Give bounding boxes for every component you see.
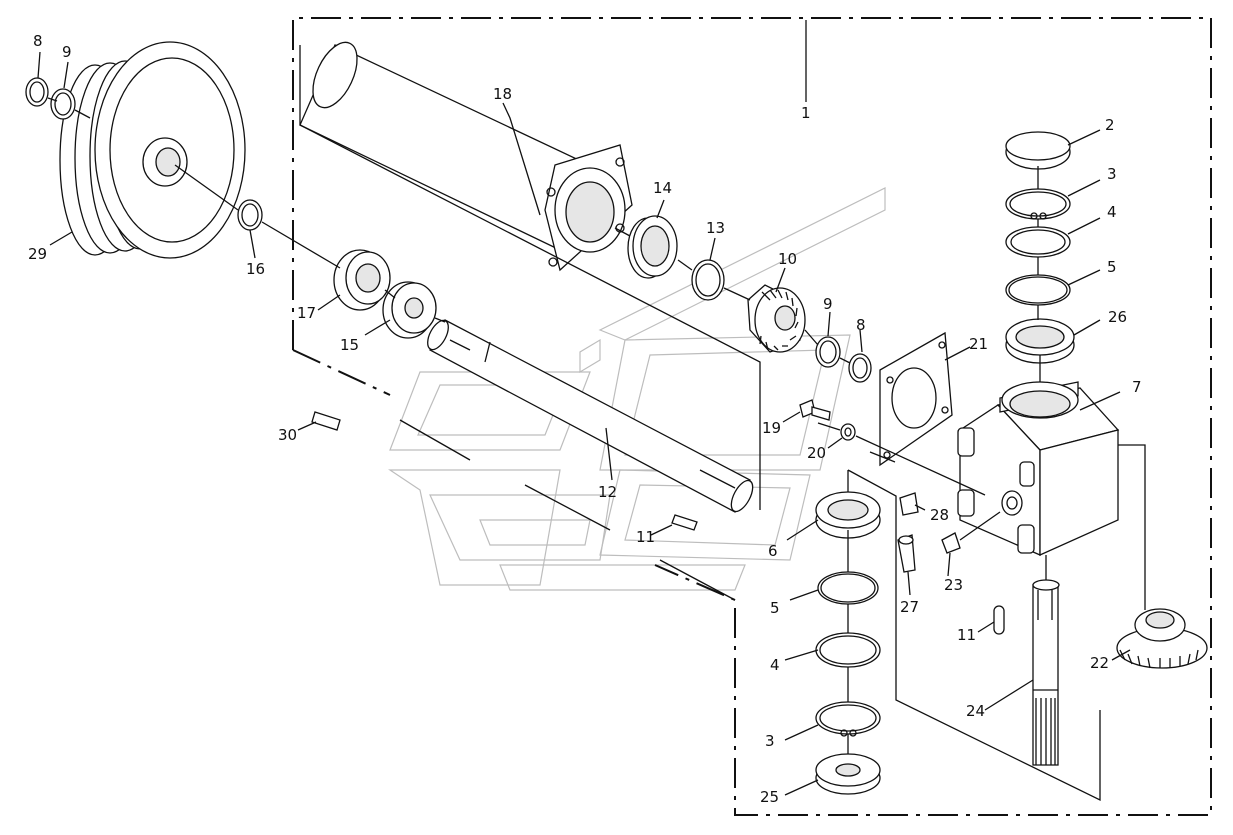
ring-16 [237,199,263,231]
callout-9-right: 9 [823,295,833,313]
circlip-right [848,353,872,383]
ring-5-upper [1005,274,1071,306]
callout-21: 21 [969,335,988,353]
ring-4-lower [815,632,881,668]
callout-20: 20 [807,444,826,462]
callout-26: 26 [1108,308,1127,326]
breather-28 [899,492,919,516]
callout-15: 15 [340,336,359,354]
callout-17: 17 [297,304,316,322]
washer-20 [840,423,856,441]
callout-30: 30 [278,426,297,444]
callout-19: 19 [762,419,781,437]
callout-29: 29 [28,245,47,263]
callout-22: 22 [1090,654,1109,672]
key-30 [311,411,341,431]
callout-leaders [37,20,1131,796]
callout-13: 13 [706,219,725,237]
ring-2 [1005,131,1071,170]
callout-8-right: 8 [856,316,866,334]
callout-12: 12 [598,483,617,501]
callout-7: 7 [1132,378,1142,396]
bearing-14 [627,215,678,279]
bolt-19 [799,399,831,421]
bevel-gear-10 [747,284,806,353]
washer-25 [815,753,881,795]
callout-11-upper: 11 [636,528,655,546]
cover-plate [879,331,953,467]
housing-tube [299,41,633,272]
ring-13 [691,259,725,301]
callout-25: 25 [760,788,779,806]
callout-3-upper: 3 [1107,165,1117,183]
callout-18: 18 [493,85,512,103]
spacer-15 [382,281,437,339]
gearbox-housing [957,381,1120,557]
callout-14: 14 [653,179,672,197]
ring-left [50,88,76,120]
plug-27 [897,534,916,573]
ring-4-upper [1005,226,1071,258]
key-11-bottom [993,605,1005,635]
callout-9-left: 9 [62,43,72,61]
housing-outline-line [299,45,761,510]
ring-right [815,336,841,368]
callout-5-lower: 5 [770,599,780,617]
callout-2: 2 [1105,116,1115,134]
callout-24: 24 [966,702,985,720]
callout-5-upper: 5 [1107,258,1117,276]
axis-lines [47,97,1146,802]
callout-1: 1 [801,104,811,122]
callout-16: 16 [246,260,265,278]
ring-5-lower [817,571,879,605]
callout-6: 6 [768,542,778,560]
key-11-top [671,514,698,531]
callout-4-upper: 4 [1107,203,1117,221]
pulley [59,41,246,259]
bearing-17 [333,249,391,311]
callout-8-left: 8 [33,32,43,50]
callout-23: 23 [944,576,963,594]
circlip-left [25,77,49,107]
bearing-26 [1005,318,1075,364]
callout-4-lower: 4 [770,656,780,674]
drive-shaft [427,319,754,513]
plug-23 [941,532,961,554]
bevel-gear-22 [1116,608,1208,669]
callout-10: 10 [778,250,797,268]
callout-28: 28 [930,506,949,524]
callout-3-lower: 3 [765,732,775,750]
circlip-3-lower [815,701,881,737]
bearing-6 [815,491,881,539]
output-shaft [1032,579,1060,766]
callout-11-lower: 11 [957,626,976,644]
circlip-3-upper [1005,188,1071,220]
callout-27: 27 [900,598,919,616]
assembly-boundary-lower-dash [399,419,736,601]
